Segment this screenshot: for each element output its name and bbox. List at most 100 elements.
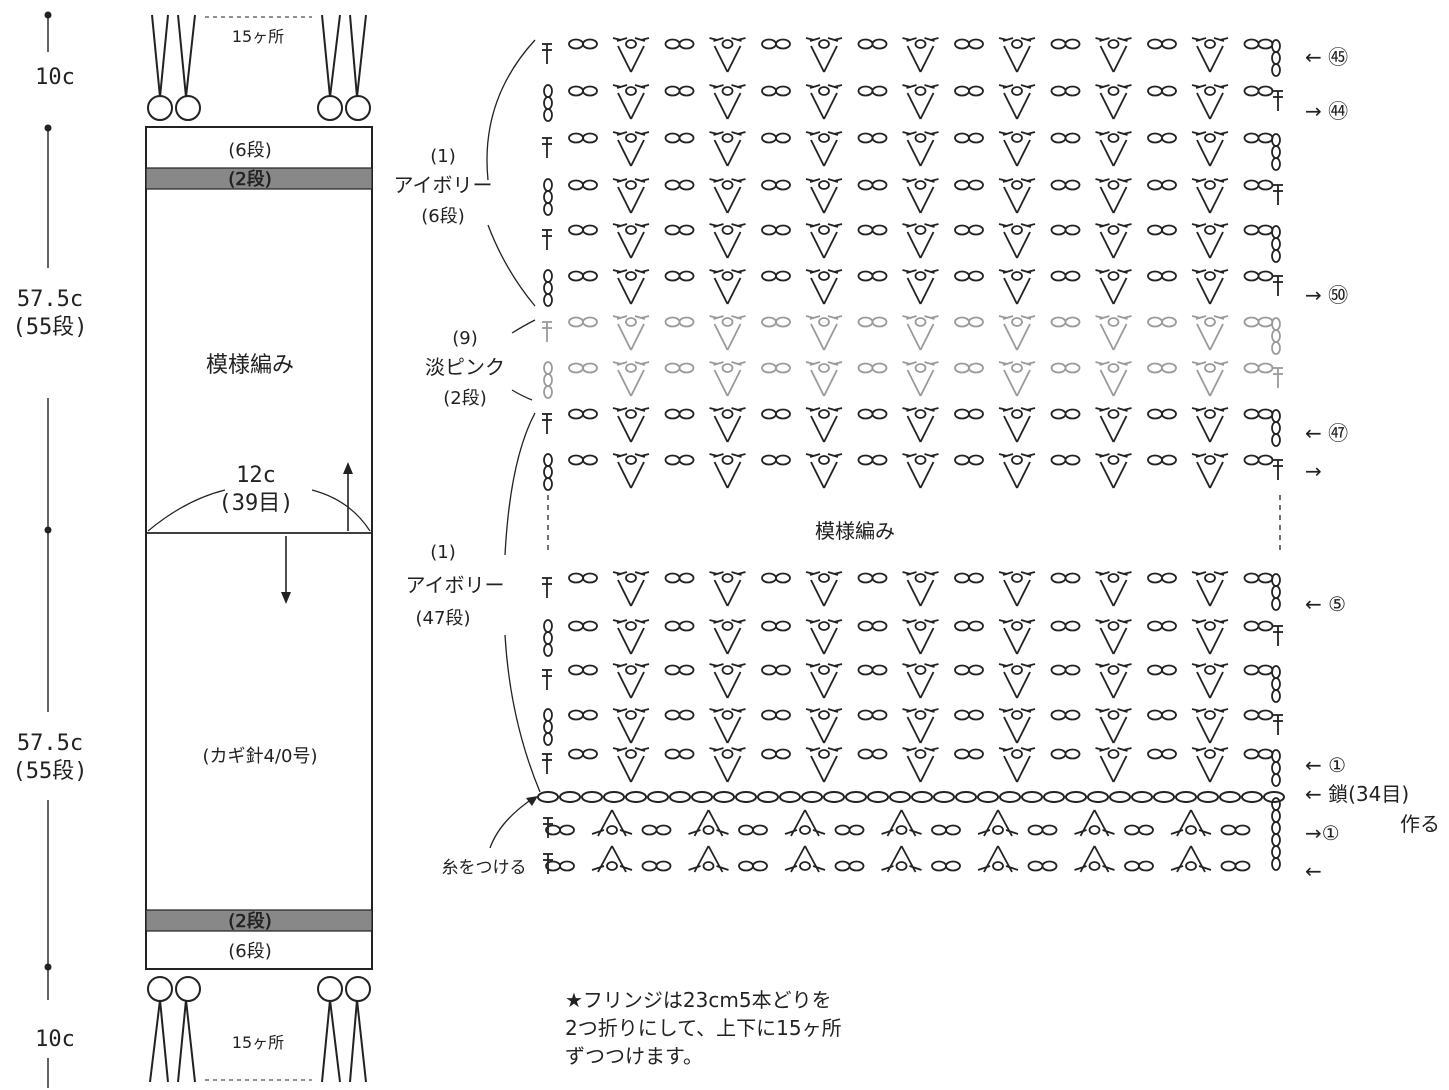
v-stitch — [998, 619, 1036, 655]
chain-stitch — [568, 748, 598, 760]
chain-stitch — [568, 362, 598, 374]
pattern-label: 模様編み — [206, 353, 294, 378]
foundation-chain — [867, 791, 889, 803]
edge-loop — [543, 84, 553, 122]
chain-stitch — [761, 620, 791, 632]
fringe-note: ★フリンジは23cm5本どりを 2つ折りにして、上下に15ヶ所 ずつつけます。 — [565, 988, 842, 1068]
chain-stitch — [1147, 132, 1177, 144]
v-stitch — [901, 223, 940, 259]
foundation-chain — [713, 791, 735, 803]
group2-number: (9) — [452, 328, 478, 349]
v-stitch — [901, 84, 940, 120]
edge-stitch — [1272, 90, 1284, 112]
foundation — [537, 791, 1285, 875]
width-dim: 12c — [236, 463, 276, 488]
chain-stitch — [1243, 362, 1274, 374]
chain-stitch — [568, 38, 598, 50]
chain-stitch — [857, 709, 888, 721]
v-stitch — [805, 453, 843, 489]
hook-label: (カギ針4/0号) — [202, 746, 317, 767]
row-marker-5: ← ⑤ — [1305, 592, 1346, 616]
chain-stitch — [1050, 664, 1081, 676]
v-stitch — [1094, 178, 1133, 214]
top-band-rows: (2段) — [228, 169, 272, 190]
chain-stitch — [1147, 748, 1177, 760]
v-stitch — [1094, 84, 1133, 120]
chain-stitch — [954, 454, 984, 466]
foundation-chain — [603, 791, 625, 803]
note-line-2: 2つ折りにして、上下に15ヶ所 — [565, 1016, 842, 1040]
chain-stitch — [857, 270, 888, 282]
chain-stitch — [568, 454, 598, 466]
v-stitch — [805, 131, 843, 167]
chain-stitch — [761, 664, 791, 676]
chain-stitch — [664, 316, 695, 328]
foundation-chain — [1219, 791, 1241, 803]
edge-stitch — [541, 753, 553, 775]
chain-stitch — [1050, 224, 1081, 236]
foundation-chain — [1109, 791, 1131, 803]
v-stitch — [1094, 269, 1133, 305]
chain-stitch — [761, 38, 791, 50]
edge-stitch — [541, 229, 553, 251]
caret-stitch — [977, 809, 1019, 837]
v-stitch — [1094, 361, 1133, 397]
v-stitch — [612, 663, 650, 699]
foundation-chain — [1087, 791, 1109, 803]
chain-stitch — [568, 179, 598, 191]
v-stitch — [901, 37, 940, 73]
chain-stitch — [761, 362, 791, 374]
v-stitch — [1191, 223, 1229, 259]
chain-stitch — [664, 132, 695, 144]
v-stitch — [612, 131, 650, 167]
v-stitch — [805, 663, 843, 699]
foundation-chain — [1241, 791, 1263, 803]
v-stitch — [805, 747, 843, 783]
v-stitch — [708, 747, 747, 783]
chain-stitch — [1243, 316, 1274, 328]
v-stitch — [901, 315, 940, 351]
v-stitch — [1094, 619, 1133, 655]
chain-stitch — [954, 709, 984, 721]
caret-stitch — [1073, 809, 1116, 837]
chain-stitch — [954, 224, 984, 236]
v-stitch — [612, 84, 650, 120]
color-band-top — [145, 167, 373, 190]
chain-stitch — [857, 316, 888, 328]
v-stitch — [708, 37, 747, 73]
chain-stitch — [568, 316, 598, 328]
group2-rows: (2段) — [443, 388, 487, 409]
edge-loop — [543, 708, 553, 746]
chain-stitch — [761, 572, 791, 584]
edge-stitch — [541, 43, 553, 65]
chain-stitch — [761, 454, 791, 466]
chain-stitch — [1243, 408, 1274, 420]
chain-stitch — [1243, 270, 1274, 282]
chain-stitch — [568, 572, 598, 584]
chain-stitch — [1220, 824, 1251, 836]
chain-stitch — [738, 824, 768, 836]
chain-stitch — [1243, 132, 1274, 144]
chain-stitch — [641, 824, 672, 836]
foundation-chain — [1175, 791, 1197, 803]
chain-stitch — [954, 572, 984, 584]
edge-loop — [1271, 317, 1281, 355]
chain-stitch — [857, 664, 888, 676]
v-stitch — [805, 37, 843, 73]
chain-stitch — [857, 620, 888, 632]
chain-stitch — [1050, 316, 1081, 328]
caret-stitch — [1170, 809, 1212, 837]
foundation-chain — [1263, 791, 1285, 803]
fringe-count-top: 15ヶ所 — [232, 27, 284, 46]
chain-stitch — [1050, 38, 1081, 50]
color-band-bottom — [145, 909, 373, 932]
chain-stitch — [1243, 664, 1274, 676]
chain-marker: ← 鎖(34目) — [1305, 782, 1409, 806]
chain-stitch — [1243, 748, 1274, 760]
caret-stitch — [1073, 845, 1116, 873]
group1-color: アイボリー — [394, 173, 493, 197]
chain-stitch — [954, 316, 984, 328]
v-stitch — [708, 453, 747, 489]
caret-stitch — [591, 809, 633, 837]
